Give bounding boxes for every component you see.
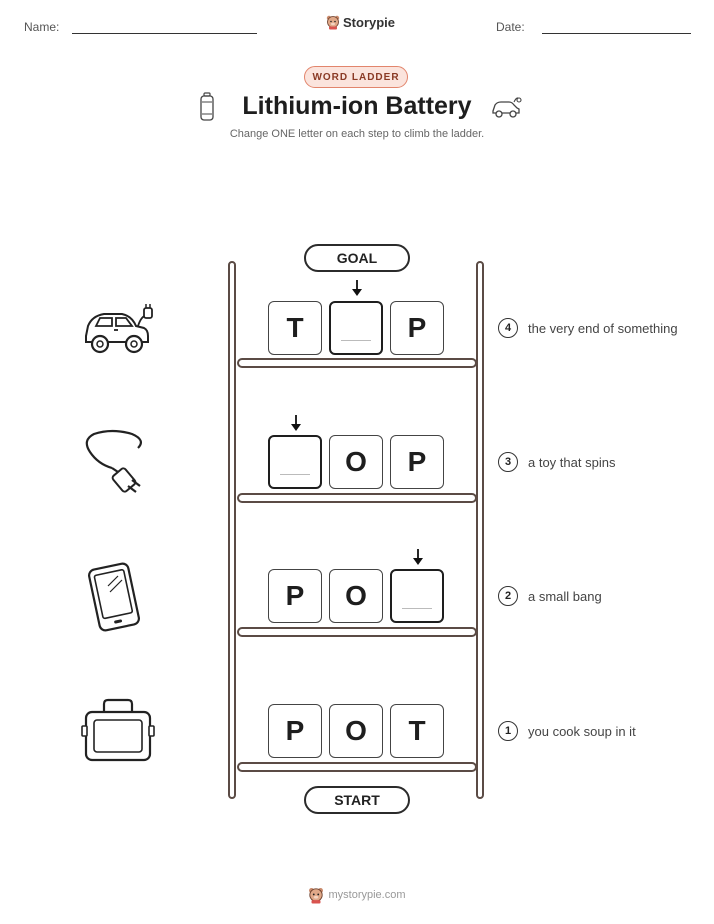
letter-tile: O <box>329 704 383 758</box>
letter-tile: T <box>268 301 322 355</box>
instructions: Change ONE letter on each step to climb … <box>229 128 485 140</box>
brand-name: Storypie <box>343 14 396 30</box>
ladder-rung <box>237 493 477 503</box>
clue-number: 3 <box>498 452 518 472</box>
letter-tile: T <box>390 704 444 758</box>
date-line[interactable] <box>542 33 691 34</box>
clue-text: the very end of something <box>528 321 678 336</box>
charging-cable-icon <box>85 429 142 493</box>
ladder-rung <box>237 762 477 772</box>
letter-tile: P <box>390 301 444 355</box>
goal-label: GOAL <box>304 244 410 272</box>
clue-number: 1 <box>498 721 518 741</box>
letter-tile: O <box>329 435 383 489</box>
letter-tile: P <box>390 435 444 489</box>
letter-tile: O <box>329 569 383 623</box>
bear-mascot-icon <box>309 888 324 904</box>
letter-tile-blank[interactable] <box>329 301 383 355</box>
lunchbox-icon <box>81 698 155 762</box>
footer-url: mystorypie.com <box>328 889 406 901</box>
word-ladder-badge: WORD LADDER <box>304 66 408 88</box>
bear-mascot-icon <box>326 15 340 30</box>
battery-icon <box>200 92 214 121</box>
ladder-left-rail <box>228 261 236 799</box>
start-label: START <box>304 786 410 814</box>
letter-tile: P <box>268 569 322 623</box>
ladder-rung <box>237 627 477 637</box>
date-label: Date: <box>496 20 525 34</box>
name-line[interactable] <box>72 33 257 34</box>
car-icon <box>492 97 522 118</box>
brand-logo: Storypie <box>326 14 395 30</box>
clue-number: 4 <box>498 318 518 338</box>
clue-number: 2 <box>498 586 518 606</box>
page-title: Lithium-ion Battery <box>242 92 472 120</box>
clue-text: you cook soup in it <box>528 724 636 739</box>
letter-tile-blank[interactable] <box>268 435 322 489</box>
clue-text: a small bang <box>528 589 602 604</box>
electric-car-icon <box>85 304 153 354</box>
arrow-down-icon <box>291 415 301 431</box>
ladder-rung <box>237 358 477 368</box>
clue-text: a toy that spins <box>528 455 616 470</box>
footer: mystorypie.com <box>0 886 714 904</box>
letter-tile-blank[interactable] <box>390 569 444 623</box>
ladder-right-rail <box>476 261 484 799</box>
tablet-icon <box>88 562 140 632</box>
arrow-down-icon <box>413 549 423 565</box>
name-label: Name: <box>24 20 60 34</box>
arrow-down-icon <box>352 280 362 296</box>
letter-tile: P <box>268 704 322 758</box>
